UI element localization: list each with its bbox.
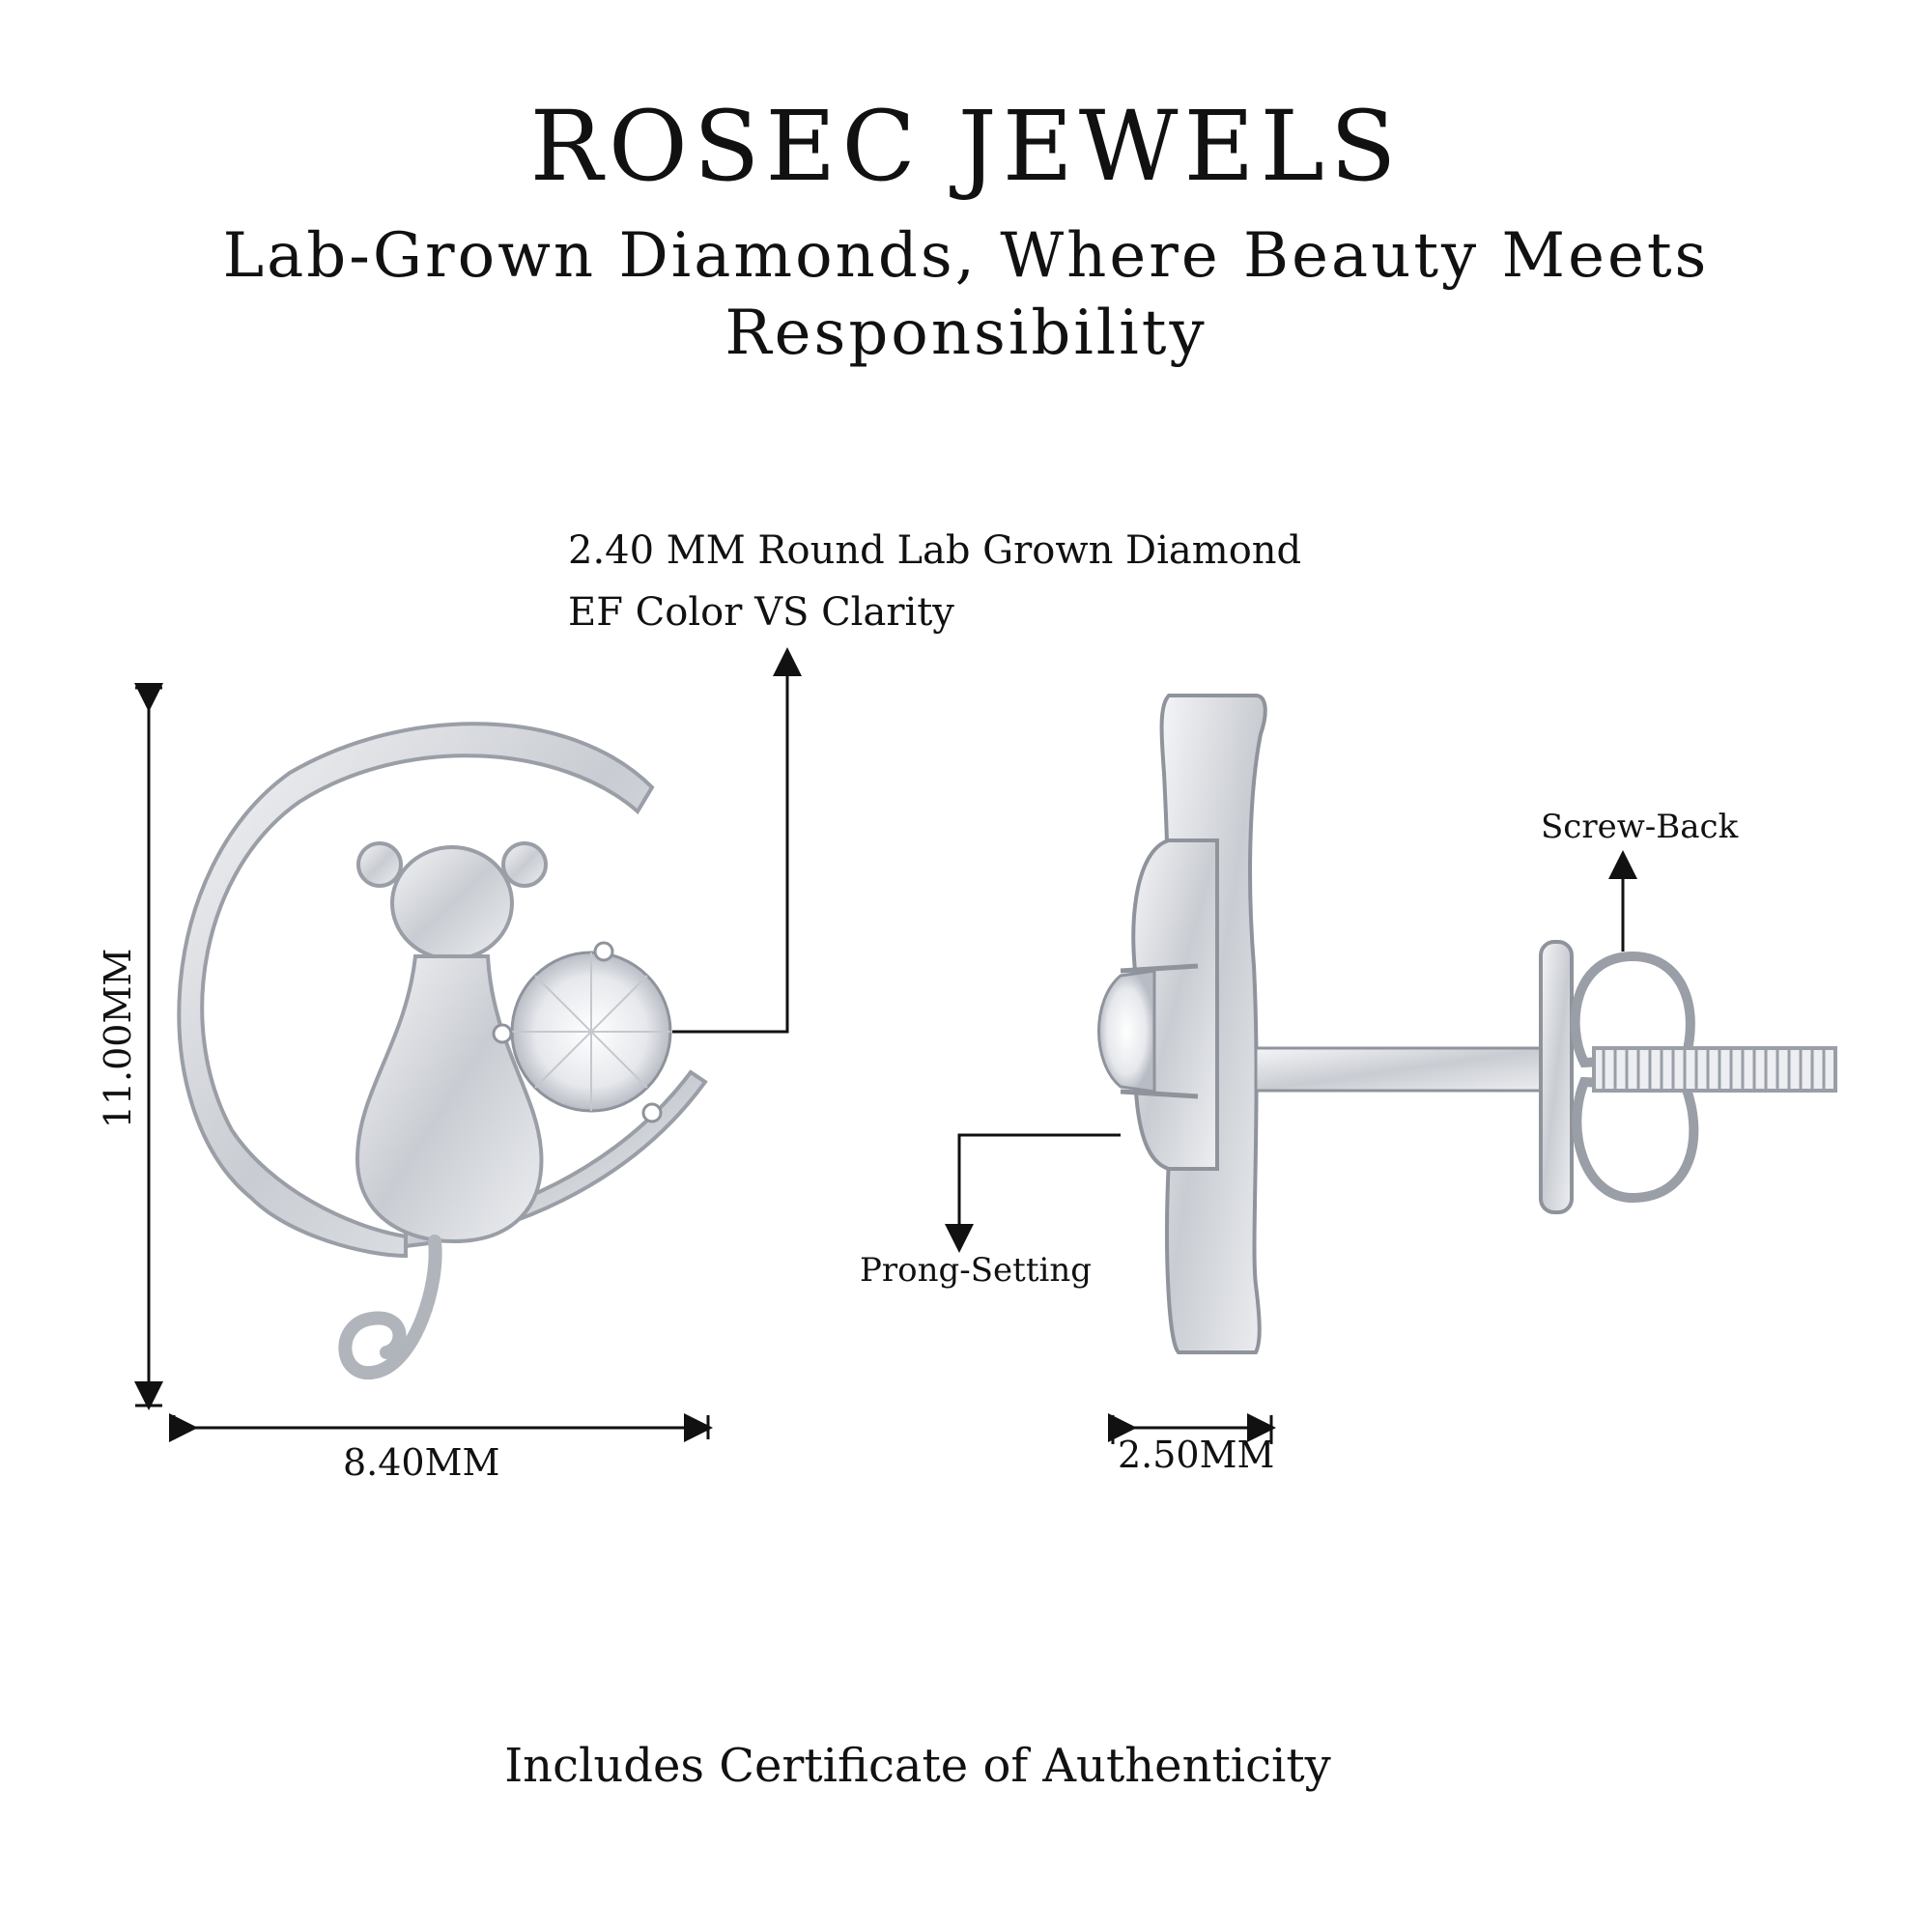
brand-title: ROSEC JEWELS	[529, 90, 1403, 203]
side-prong-top	[1120, 963, 1199, 974]
screw-back-loop-bottom	[1572, 1076, 1699, 1204]
prong-bottom	[641, 1102, 663, 1123]
diamond-spec: 2.40 MM Round Lab Grown Diamond EF Color…	[568, 520, 1301, 643]
diamond-side	[1097, 969, 1156, 1094]
crescent-moon	[177, 722, 655, 1259]
screw-thread-lines	[1602, 1048, 1826, 1091]
screw-back-loop-top	[1570, 951, 1695, 1068]
screw-back-label: Screw-Back	[1541, 808, 1739, 846]
certificate-note: Includes Certificate of Authenticity	[504, 1739, 1331, 1793]
diamond-spec-line1: 2.40 MM Round Lab Grown Diamond	[568, 528, 1302, 573]
prong-top	[593, 941, 614, 962]
cat-ear-right	[501, 841, 548, 888]
height-label: 11.00MM	[97, 948, 139, 1129]
prong-setting-label: Prong-Setting	[860, 1251, 1093, 1290]
diamond-facets	[512, 952, 670, 1111]
brand-tagline: Lab-Grown Diamonds, Where Beauty Meets R…	[222, 220, 1710, 369]
cat-tail	[338, 1235, 442, 1380]
prong-left	[492, 1023, 513, 1044]
front-view-earring	[177, 722, 708, 1380]
side-prong-bottom	[1120, 1089, 1199, 1099]
diamond-spec-line2: EF Color VS Clarity	[568, 590, 954, 635]
cat-ear-left	[356, 841, 403, 888]
side-view-earring	[1097, 694, 1837, 1354]
depth-label: 2.50MM	[1118, 1434, 1275, 1476]
prong-callout-line	[945, 1133, 1121, 1253]
earring-post	[1254, 1046, 1552, 1093]
cat-head	[390, 845, 514, 961]
diamond-callout-line	[672, 647, 802, 1034]
cat-body	[355, 954, 544, 1244]
screw-thread	[1592, 1046, 1837, 1093]
dimension-depth	[1108, 1413, 1276, 1444]
screw-back-disc	[1539, 940, 1574, 1214]
dimension-width	[169, 1413, 713, 1442]
dimension-height	[134, 683, 163, 1410]
width-label: 8.40MM	[343, 1441, 500, 1484]
